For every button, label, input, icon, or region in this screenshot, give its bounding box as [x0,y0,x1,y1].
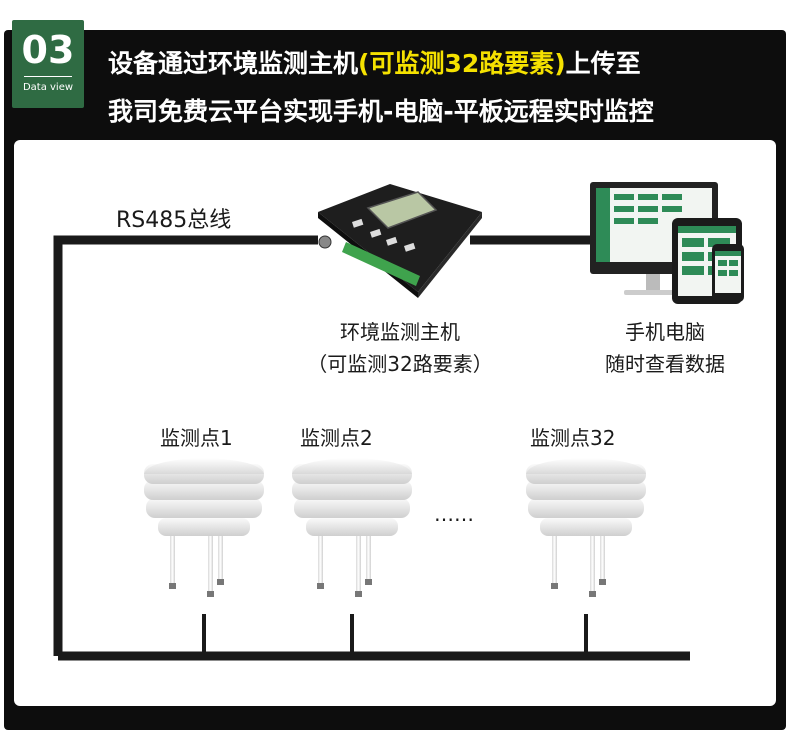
host-label-line-1: 环境监测主机 [340,320,460,344]
step-number: 03 [21,28,75,72]
headline-pre: 设备通过环境监测主机 [108,49,359,78]
headline-line-2: 我司免费云平台实现手机-电脑-平板远程实时监控 [108,97,654,126]
headline-post: 上传至 [565,49,641,78]
step-subtitle: Data view [22,82,74,93]
sensor-1-image [144,458,264,597]
bus-drops [202,614,588,652]
badge-divider [24,76,72,77]
bus-right-segment [470,235,605,256]
sensor-2-image [292,458,412,597]
devices-label-line-2: 随时查看数据 [605,352,725,376]
point-label-32: 监测点32 [530,426,616,450]
host-controller-image [318,184,482,298]
point-label-2: 监测点2 [300,426,373,450]
step-badge: 03 Data view [12,20,84,108]
headline-line-1: 设备通过环境监测主机(可监测32路要素)上传至 [108,44,641,80]
bus-left-segment [53,235,318,656]
phone-image [712,244,744,302]
host-label-line-2: （可监测32路要素） [307,352,493,376]
ellipsis: …… [434,502,474,526]
point-label-1: 监测点1 [160,426,233,450]
sensor-32-image [526,458,646,597]
headline-highlight: (可监测32路要素) [358,49,566,78]
bus-label: RS485总线 [116,208,232,233]
devices-label-line-1: 手机电脑 [625,320,705,344]
